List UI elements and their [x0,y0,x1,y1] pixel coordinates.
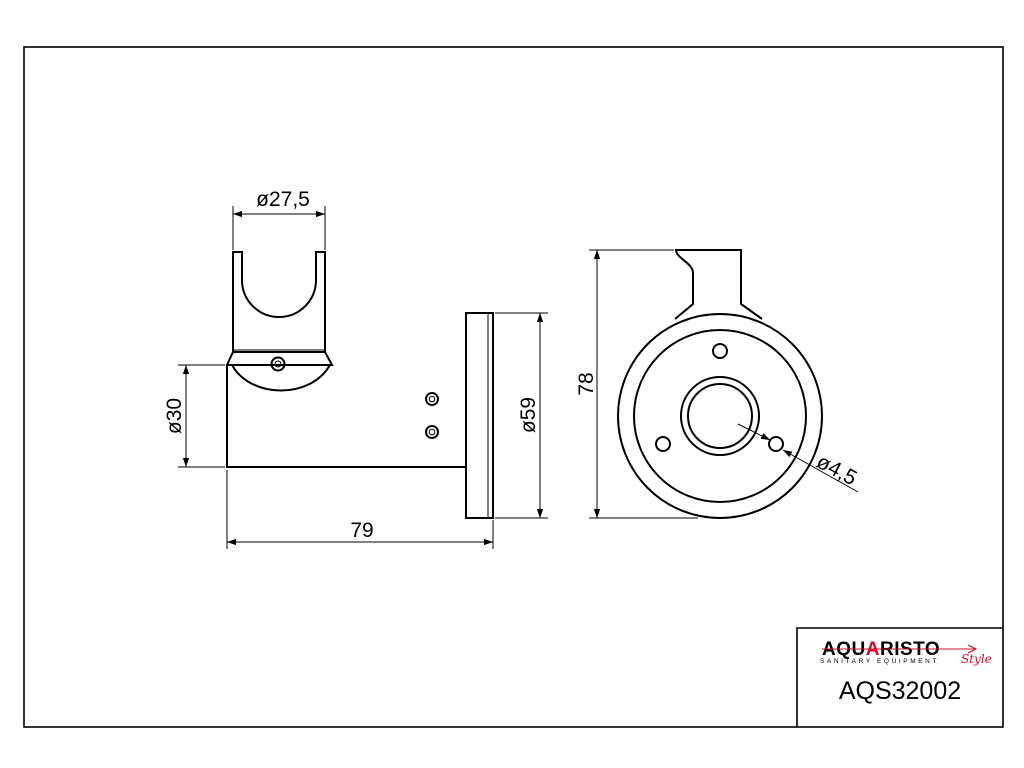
mounting-hole-icon [655,436,671,452]
screw-hole-icon [425,392,439,406]
brand-logo: AQUARISTO SANITARY EQUIPMENT Style [820,639,992,666]
dim-label-height: 78 [575,372,598,395]
title-block: AQUARISTO SANITARY EQUIPMENT Style AQS32… [796,627,1003,727]
mounting-hole-icon [712,343,728,359]
dim-label-tube-diameter: ø30 [163,398,186,434]
dim-label-flange-diameter: ø59 [517,397,540,433]
dim-depth: 79 [226,470,494,549]
wall-flange [465,312,494,519]
set-screw-icon [270,356,286,372]
dim-label-holder-width: ø27,5 [256,188,310,211]
dim-tube-diameter: ø30 [163,364,225,468]
product-code: AQS32002 [839,677,961,705]
holder-clip [232,251,326,353]
brand-tagline: SANITARY EQUIPMENT [820,658,939,665]
tube-outer-circle [680,376,760,456]
tube-inner-circle [687,383,753,449]
collar-curve [231,364,331,392]
dim-label-hole-diameter: ø4,5 [813,450,861,490]
mounting-hole-icon [768,436,784,452]
holder-collar [225,351,334,366]
dim-height: 78 [575,249,698,519]
dim-label-depth: 79 [350,519,373,542]
flange-inner-circle [633,329,807,503]
screw-hole-icon [425,425,439,439]
side-view [225,251,494,519]
dim-holder-width: ø27,5 [232,188,326,250]
dim-flange-diameter: ø59 [495,312,548,519]
drawing-frame [23,46,1004,728]
brand-script: Style [961,652,992,666]
holder-top-profile [674,249,763,320]
flange-outer-circle [617,313,823,519]
dim-hole-diameter: ø4,5 [737,423,861,493]
tube-body [226,365,467,468]
front-view [617,249,823,519]
